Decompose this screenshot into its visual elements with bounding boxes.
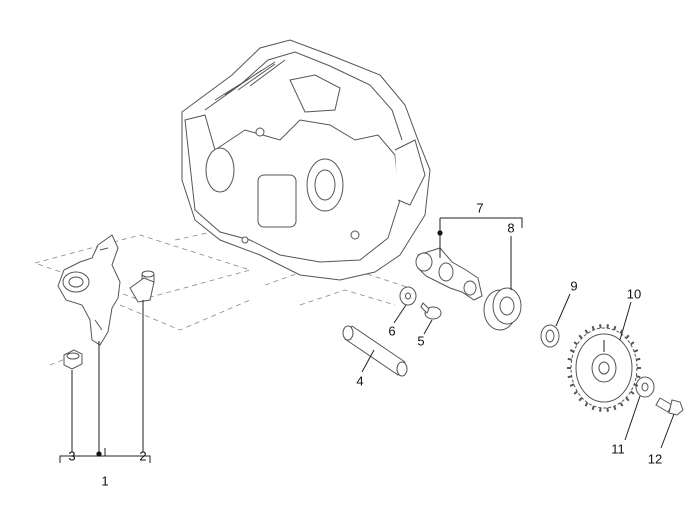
sprocket-tooth (578, 334, 583, 339)
sprocket-tooth (569, 383, 575, 387)
lock-nut (63, 349, 83, 370)
sprocket-tooth (625, 397, 630, 402)
sprocket-tooth (619, 329, 624, 334)
sprocket-tooth (633, 349, 639, 353)
callout-4: 4 (356, 373, 364, 389)
gear-washer (635, 376, 655, 398)
callout-9: 9 (570, 278, 578, 294)
sprocket-tooth (633, 383, 639, 387)
sprocket-tooth (630, 341, 635, 346)
sprocket-tooth (636, 375, 641, 379)
callout-7: 7 (476, 200, 484, 216)
rocker-shaft (342, 325, 408, 377)
callout-12: 12 (647, 451, 663, 467)
callout-2: 2 (139, 448, 147, 464)
leader-lines (59, 217, 675, 463)
callout-5: 5 (417, 333, 425, 349)
sprocket-tooth (613, 325, 617, 331)
rocker-arm (57, 234, 121, 346)
sprocket-tooth (630, 390, 635, 395)
ball-bearing (483, 287, 522, 331)
spacer-ring (540, 324, 560, 348)
sprocket-tooth (591, 405, 595, 411)
camshaft (415, 247, 483, 301)
sprocket-tooth (567, 375, 572, 379)
sprocket-tooth (573, 390, 578, 395)
sprocket-tooth (606, 407, 609, 412)
sprocket-tooth (578, 397, 583, 402)
adjusting-screw (129, 270, 155, 303)
sprocket-tooth (599, 324, 602, 329)
sprocket-tooth (619, 402, 624, 407)
callout-3: 3 (68, 448, 76, 464)
callout-1: 1 (101, 473, 109, 489)
sprocket-tooth (599, 407, 602, 412)
sprocket-tooth (636, 357, 641, 361)
sprocket-tooth (591, 325, 595, 331)
callout-6: 6 (388, 323, 396, 339)
sprocket-tooth (584, 402, 589, 407)
sprocket-teeth (567, 324, 641, 412)
sprocket-tooth (606, 324, 609, 329)
sprocket-tooth (573, 341, 578, 346)
sprocket-tooth (567, 357, 572, 361)
sprocket-tooth (584, 329, 589, 334)
callout-8: 8 (507, 220, 515, 236)
cylinder-head (181, 39, 431, 281)
small-screw (420, 302, 442, 320)
sprocket-tooth (569, 349, 575, 353)
callout-11: 11 (611, 441, 625, 457)
callout-10: 10 (626, 286, 642, 302)
washer (399, 286, 417, 306)
timing-sprocket (570, 327, 638, 409)
gear-bolt (655, 397, 684, 416)
sprocket-tooth (625, 334, 630, 339)
sprocket-tooth (613, 405, 617, 411)
